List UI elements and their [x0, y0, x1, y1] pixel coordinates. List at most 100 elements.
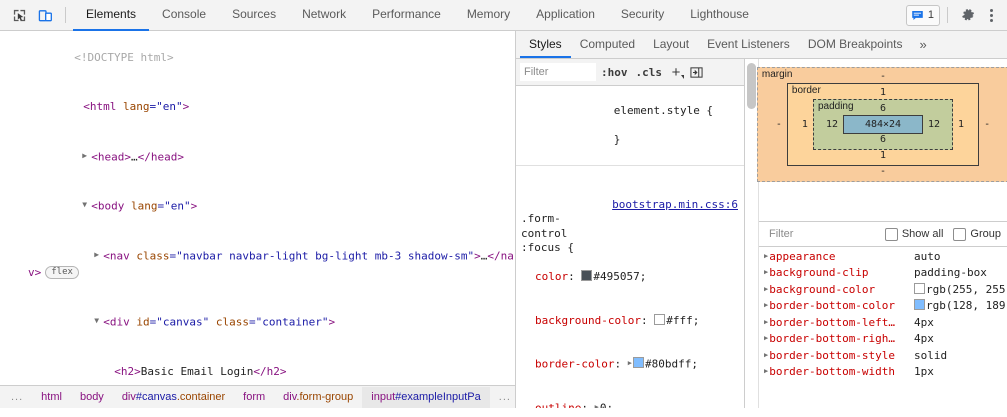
computed-property-row[interactable]: ▶border-bottom-style solid: [759, 348, 1007, 364]
computed-property-row[interactable]: ▶border-bottom-righ… 4px: [759, 331, 1007, 347]
dom-node-body-open[interactable]: <body lang="en">: [0, 182, 515, 232]
padding-left-value[interactable]: 12: [825, 119, 838, 130]
show-all-checkbox[interactable]: [884, 227, 898, 241]
box-model-content-size[interactable]: 484×24: [843, 115, 923, 134]
expand-arrow-icon[interactable]: ▶: [764, 301, 769, 310]
computed-property-row[interactable]: ▶border-bottom-width 1px: [759, 364, 1007, 380]
twisty-icon[interactable]: [82, 197, 91, 214]
styles-rule-list[interactable]: element.style { } bootstrap.min.css:6 .f…: [516, 86, 744, 408]
tab-layout[interactable]: Layout: [644, 31, 698, 58]
dom-node-html-open[interactable]: <html lang="en">: [83, 100, 190, 113]
computed-property-row[interactable]: ▶border-bottom-color rgb(128, 189, 2: [759, 298, 1007, 314]
dom-node-head[interactable]: <head>…</head>: [0, 132, 515, 182]
padding-right-value[interactable]: 12: [928, 119, 941, 130]
padding-top-value[interactable]: 6: [879, 103, 887, 114]
border-top-value[interactable]: 1: [879, 87, 887, 98]
border-left-value[interactable]: 1: [801, 119, 808, 130]
expand-arrow-icon[interactable]: ▶: [764, 284, 769, 293]
device-toolbar-icon[interactable]: [32, 3, 58, 27]
gear-icon[interactable]: [955, 3, 981, 27]
dom-node-h2[interactable]: <h2>Basic Email Login</h2>: [114, 365, 287, 378]
tab-performance[interactable]: Performance: [359, 0, 454, 31]
declaration-border-color[interactable]: border-color: ▶#80bdff;: [535, 357, 698, 371]
expand-arrow-icon[interactable]: ▶: [764, 367, 769, 376]
breadcrumb-item-html[interactable]: html: [32, 387, 71, 408]
twisty-icon[interactable]: [82, 148, 91, 165]
expand-arrow-icon[interactable]: ▶: [627, 359, 632, 367]
declaration-value[interactable]: #80bdff: [644, 357, 692, 371]
inspect-cursor-icon[interactable]: [6, 3, 32, 27]
color-swatch[interactable]: [654, 313, 666, 325]
margin-top-value[interactable]: -: [879, 71, 887, 82]
margin-right-value[interactable]: -: [984, 119, 991, 130]
color-swatch[interactable]: [632, 357, 644, 369]
tab-security[interactable]: Security: [608, 0, 677, 31]
style-rule-form-control-focus[interactable]: bootstrap.min.css:6 .form-control:focus …: [516, 166, 744, 409]
dom-node-doctype[interactable]: <!DOCTYPE html>: [0, 33, 515, 83]
tab-elements[interactable]: Elements: [73, 0, 150, 31]
computed-filter-input[interactable]: [765, 225, 851, 243]
breadcrumb-item-form[interactable]: form: [234, 387, 274, 408]
group-checkbox[interactable]: [953, 227, 967, 241]
twisty-icon[interactable]: [94, 247, 103, 264]
show-all-checkbox-wrapper[interactable]: Show all: [884, 227, 943, 241]
computed-properties-list[interactable]: ▶appearance auto ▶background-clip paddin…: [759, 247, 1007, 408]
sidebar-more-tabs-icon[interactable]: »: [919, 37, 927, 52]
computed-property-row[interactable]: ▶appearance auto: [759, 249, 1007, 265]
computed-sidebar-toggle-icon[interactable]: [687, 63, 705, 81]
margin-left-value[interactable]: -: [775, 119, 782, 130]
expand-arrow-icon[interactable]: ▶: [764, 252, 769, 260]
expand-arrow-icon[interactable]: ▶: [764, 334, 769, 343]
rule-source-link[interactable]: bootstrap.min.css:6: [612, 197, 738, 211]
vertical-dots-icon[interactable]: [981, 3, 1001, 27]
declaration-value[interactable]: 0: [599, 401, 607, 408]
declaration-background-color[interactable]: background-color: #fff;: [535, 313, 700, 327]
declaration-value[interactable]: #495057: [593, 270, 640, 283]
expand-arrow-icon[interactable]: ▶: [594, 402, 599, 408]
computed-property-row[interactable]: ▶border-bottom-left… 4px: [759, 315, 1007, 331]
styles-scrollbar-track[interactable]: [745, 59, 759, 408]
border-right-value[interactable]: 1: [958, 119, 965, 130]
console-message-badge[interactable]: 1: [905, 4, 940, 26]
box-model-padding[interactable]: padding 6 12 484×24 12 6: [812, 99, 954, 150]
declaration-color[interactable]: color: #495057;: [535, 270, 647, 283]
tab-dom-breakpoints[interactable]: DOM Breakpoints: [799, 31, 912, 58]
tab-styles[interactable]: Styles: [520, 31, 571, 58]
dom-tree[interactable]: <!DOCTYPE html> <html lang="en"> <head>……: [0, 31, 515, 385]
styles-filter-input[interactable]: [520, 63, 596, 81]
declaration-value[interactable]: #fff: [666, 313, 693, 327]
border-bottom-value[interactable]: 1: [879, 150, 887, 161]
tab-event-listeners[interactable]: Event Listeners: [698, 31, 799, 58]
flex-badge[interactable]: flex: [45, 266, 79, 280]
tab-network[interactable]: Network: [289, 0, 359, 31]
expand-arrow-icon[interactable]: ▶: [764, 268, 769, 277]
breadcrumb-item-body[interactable]: body: [71, 387, 113, 408]
box-model-margin[interactable]: margin - - border 1 1: [756, 67, 1007, 182]
color-swatch[interactable]: [581, 270, 593, 281]
tab-console[interactable]: Console: [149, 0, 219, 31]
tab-lighthouse[interactable]: Lighthouse: [677, 0, 762, 31]
dom-node-div-canvas[interactable]: <div id="canvas" class="container">: [0, 298, 515, 348]
new-style-rule-button[interactable]: +: [667, 63, 685, 81]
toggle-class-button[interactable]: .cls: [635, 65, 663, 79]
expand-arrow-icon[interactable]: ▶: [764, 317, 769, 326]
tab-application[interactable]: Application: [523, 0, 608, 31]
breadcrumb-item-div-formgroup[interactable]: div.form-group: [274, 387, 362, 408]
styles-scrollbar-thumb[interactable]: [747, 63, 756, 109]
twisty-icon[interactable]: [94, 313, 103, 330]
dom-node-nav[interactable]: <nav class="navbar navbar-light bg-light…: [0, 232, 515, 298]
declaration-outline[interactable]: outline: ▶0;: [521, 401, 738, 408]
computed-property-row[interactable]: ▶background-clip padding-box: [759, 265, 1007, 281]
tab-computed[interactable]: Computed: [571, 31, 644, 58]
expand-arrow-icon[interactable]: ▶: [764, 350, 769, 359]
style-rule-element-style[interactable]: element.style { }: [516, 86, 744, 166]
toggle-hover-state-button[interactable]: :hov: [601, 65, 628, 79]
breadcrumb-item-input[interactable]: input#exampleInputPa: [362, 386, 490, 408]
breadcrumb-item-div-canvas[interactable]: div#canvas.container: [113, 387, 234, 408]
computed-property-row[interactable]: ▶background-color rgb(255, 255, 2: [759, 282, 1007, 298]
box-model-border[interactable]: border 1 1 padding 6 12: [786, 83, 980, 166]
margin-bottom-value[interactable]: -: [879, 166, 887, 177]
breadcrumb-overflow-right[interactable]: ...: [498, 390, 511, 403]
breadcrumb-overflow-left[interactable]: ...: [11, 390, 24, 403]
tab-sources[interactable]: Sources: [219, 0, 289, 31]
